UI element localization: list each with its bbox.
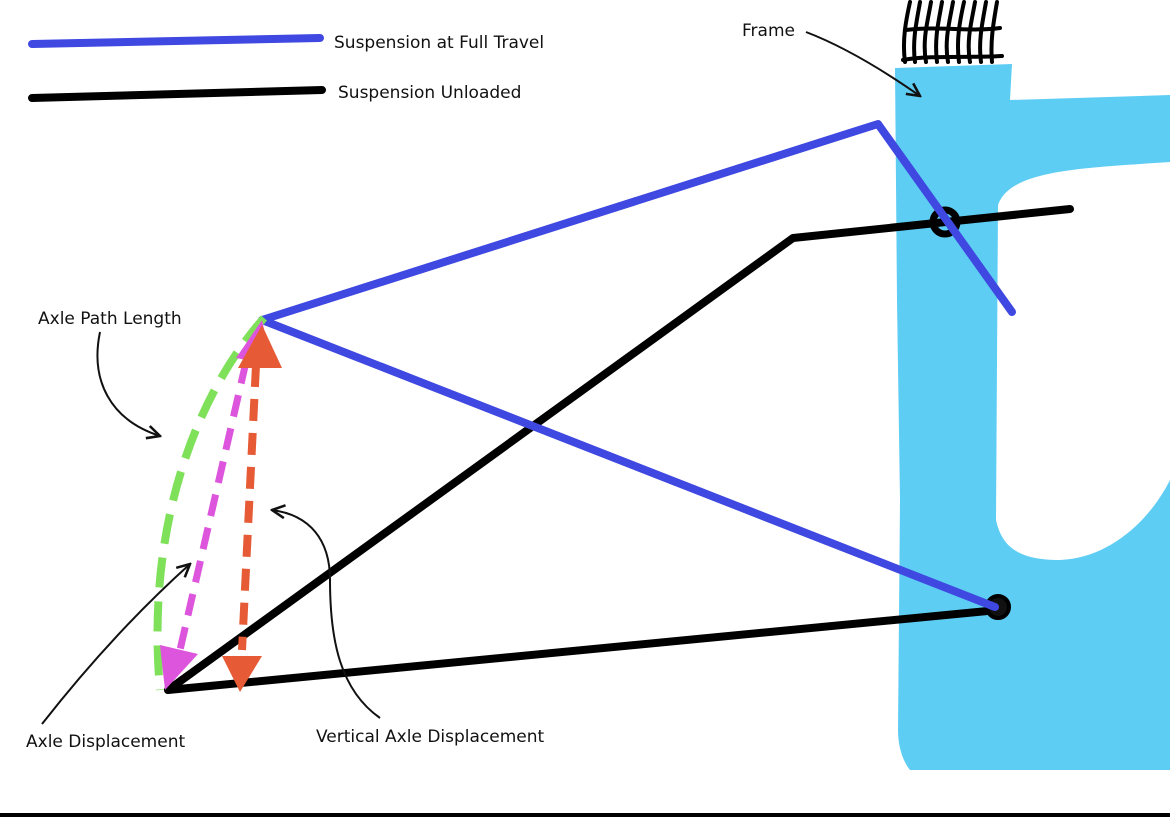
legend-full-travel-swatch — [28, 34, 324, 48]
upper-pivot — [929, 206, 961, 238]
legend-unloaded-swatch — [28, 86, 326, 102]
full-travel-lower-link — [258, 316, 999, 611]
unloaded-linkage — [164, 205, 1074, 694]
frame-top-scribble — [901, 0, 1004, 64]
frame-body — [895, 64, 1170, 770]
axle-path-length-label: Axle Path Length — [38, 309, 182, 329]
frame-label: Frame — [742, 21, 795, 41]
vertical-displacement-arrow — [222, 325, 282, 692]
axle-displacement-callout-arrow — [41, 564, 190, 725]
unloaded-upper-link — [164, 205, 1074, 694]
vertical-displacement-callout-arrow — [272, 510, 381, 719]
frame-callout-arrow — [805, 31, 920, 96]
unloaded-lower-link — [164, 606, 1002, 694]
full-travel-upper-link — [258, 120, 1016, 324]
legend-full-travel-label: Suspension at Full Travel — [334, 33, 544, 53]
vertical-axle-displacement-label: Vertical Axle Displacement — [316, 727, 545, 747]
axle-path-arc — [153, 315, 267, 691]
axle-path-callout-arrow — [96, 331, 161, 436]
frame-shape — [895, 0, 1170, 770]
callouts — [41, 31, 920, 725]
full-travel-linkage — [258, 120, 1016, 611]
axle-displacement-label: Axle Displacement — [26, 732, 185, 752]
legend: Suspension at Full Travel Suspension Unl… — [28, 33, 544, 103]
legend-unloaded-label: Suspension Unloaded — [338, 83, 521, 103]
